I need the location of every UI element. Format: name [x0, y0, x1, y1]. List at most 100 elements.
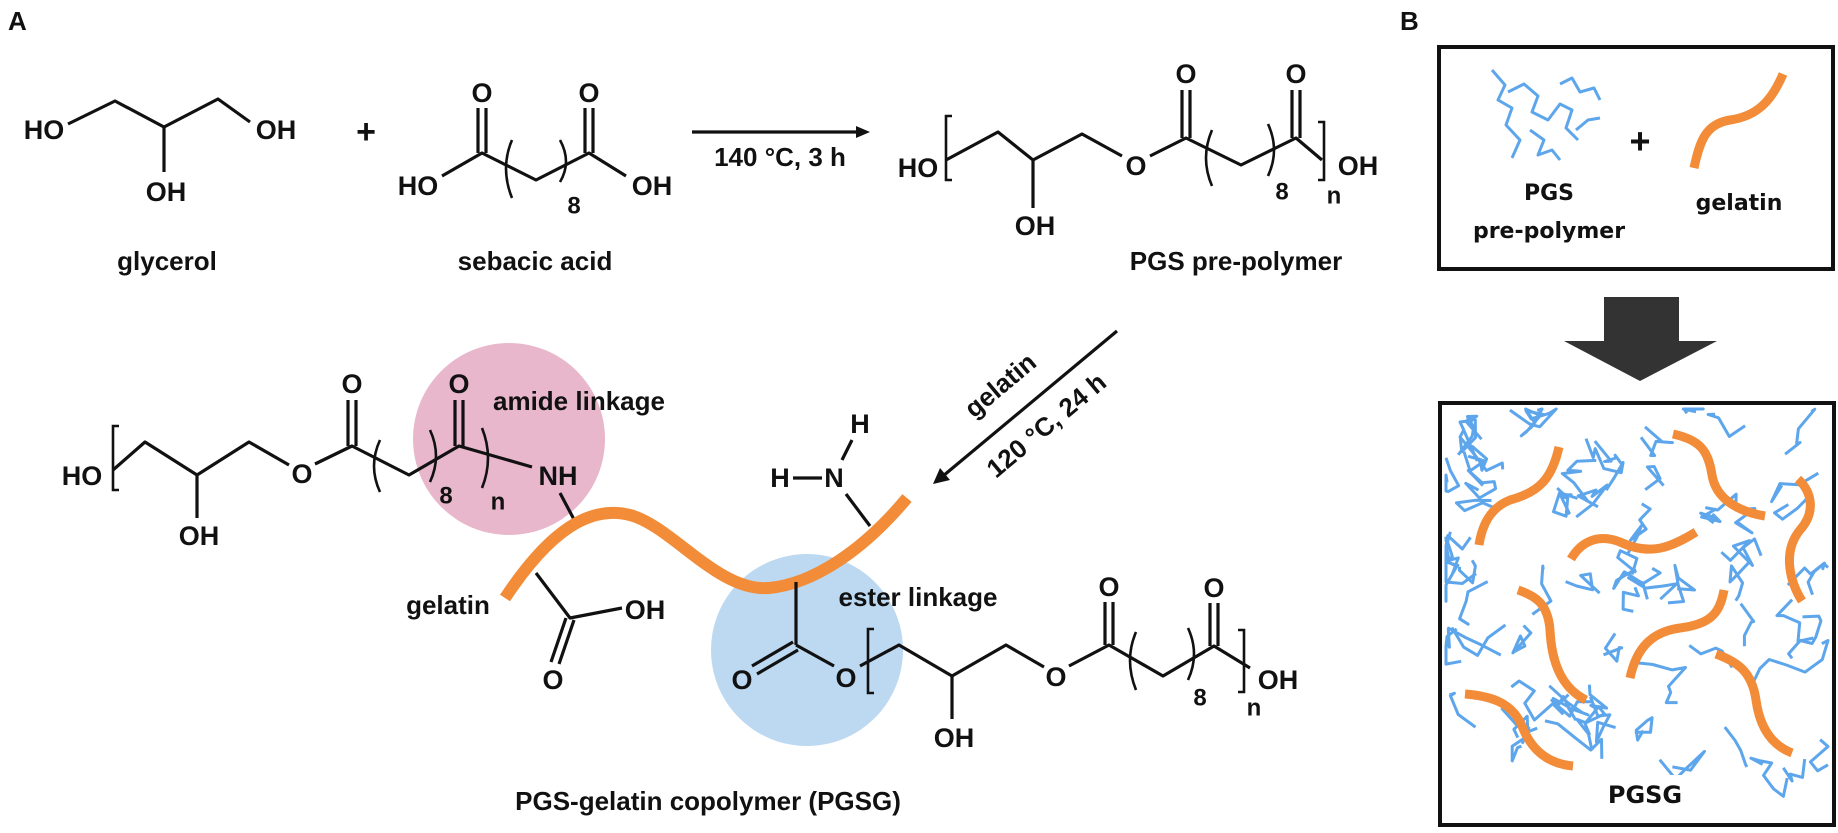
gelatin-strand — [499, 494, 912, 602]
pgsg-network-box — [1438, 401, 1836, 827]
atom-o: O — [1203, 573, 1224, 603]
gelatin-strand — [1784, 475, 1815, 604]
pgs-prepolymer-icon — [1490, 69, 1602, 161]
pgs-chain — [1575, 116, 1601, 132]
glycerol-label: glycerol — [117, 246, 217, 276]
pgsg-product-label: PGS-gelatin copolymer (PGSG) — [515, 786, 901, 816]
pgs-chain — [1616, 549, 1639, 575]
pgs-chain — [1773, 494, 1812, 521]
pgs-chain — [1457, 559, 1477, 585]
gelatin-strand — [1516, 585, 1589, 705]
arrow-head — [1564, 341, 1717, 381]
atom-ho: HO — [898, 153, 939, 183]
pgs-chain — [1728, 559, 1753, 602]
pgs-prepolymer-label: PGS pre-polymer — [1130, 246, 1342, 276]
reaction-arrow-2: gelatin 120 °C, 24 h — [933, 329, 1119, 484]
gelatin-label: gelatin — [406, 590, 490, 620]
pgs-chain — [1462, 444, 1489, 473]
atom-ho: HO — [62, 461, 103, 491]
pgs-chain — [1575, 483, 1609, 519]
pgs-chain — [1593, 440, 1625, 467]
bracket-close — [1238, 628, 1246, 694]
pgs-chain — [1575, 705, 1606, 751]
bond — [1149, 136, 1324, 167]
bond — [111, 440, 290, 477]
atom-ho: HO — [24, 115, 65, 145]
pgs-chain — [1507, 82, 1580, 142]
bracket-open — [1128, 631, 1138, 691]
pgsg-label-b: PGSG — [1608, 781, 1682, 809]
pgs-chain — [1699, 507, 1722, 525]
pgs-chain — [1444, 627, 1462, 666]
atom-oh: OH — [632, 171, 673, 201]
pgsg-amide-side-structure: HO OH O O O 8 n NH — [62, 369, 580, 551]
pgs-chain — [1681, 407, 1705, 415]
pgs-chain — [1560, 458, 1597, 503]
pgs-chain — [1444, 556, 1460, 603]
plus-sign: + — [356, 113, 376, 151]
atom-oh: OH — [256, 115, 297, 145]
pgs-chain — [1458, 580, 1489, 626]
repeat-count: 8 — [439, 483, 452, 510]
bracket-open — [504, 139, 514, 199]
bracket-close — [428, 429, 438, 483]
pgs-chain — [1511, 624, 1533, 655]
panel-label-b: B — [1400, 6, 1419, 36]
atom-h: H — [770, 463, 790, 493]
pgs-chain — [1749, 756, 1789, 798]
atom-oh: OH — [625, 595, 666, 625]
sebacic-acid-structure: HO O O 8 OH — [398, 78, 673, 220]
pgsg-ester-side-structure: O O OH O O O 8 n OH — [731, 572, 1298, 753]
atom-h: H — [850, 409, 870, 439]
pgs-chain — [1444, 531, 1477, 585]
ester-linkage-label: ester linkage — [839, 582, 998, 612]
atom-o: O — [291, 459, 312, 489]
pgs-chain — [1612, 566, 1662, 590]
pgs-chain — [1584, 438, 1625, 492]
pgs-chain — [1529, 128, 1562, 161]
gelatin-strands — [1464, 429, 1815, 771]
pgs-chain — [1806, 562, 1830, 596]
pgs-chain — [1587, 684, 1609, 711]
pgs-chain — [1782, 758, 1807, 783]
pgs-chain — [1454, 498, 1499, 513]
atom-oh: OH — [1015, 211, 1056, 241]
arrow-shaft — [1604, 297, 1679, 342]
pgs-chain — [1490, 69, 1522, 159]
pgs-chain — [1565, 572, 1601, 595]
atom-n: N — [824, 463, 844, 493]
bracket-close — [1318, 120, 1326, 182]
glycerol-structure: HO OH OH — [24, 97, 297, 207]
atom-o: O — [835, 663, 856, 693]
atom-o: O — [542, 665, 563, 695]
pgs-chain — [1739, 602, 1756, 647]
pgs-chain — [1723, 726, 1749, 768]
bond — [945, 130, 1123, 162]
pgs-prepolymer-structure: HO OH O O O 8 n OH — [898, 59, 1379, 241]
arrow-head — [856, 126, 870, 138]
atom-oh: OH — [1338, 151, 1379, 181]
bond — [756, 648, 799, 676]
bracket-open — [944, 114, 952, 182]
bracket-close — [1186, 627, 1196, 681]
atom-o: O — [1175, 59, 1196, 89]
bond — [534, 572, 623, 620]
gelatin-strand — [1671, 429, 1766, 521]
pgs-chain — [1444, 626, 1502, 657]
atom-ho: HO — [398, 171, 439, 201]
bond — [314, 444, 533, 477]
pgs-chain — [1519, 407, 1544, 438]
amide-linkage-highlight — [413, 343, 605, 535]
pgs-chain — [1635, 661, 1687, 705]
repeat-n: n — [1247, 695, 1262, 722]
step2-reagent: gelatin — [958, 347, 1041, 424]
pgs-prepolymer-label-line1: PGS — [1524, 181, 1574, 206]
bracket-open — [111, 424, 119, 492]
repeat-n: n — [491, 489, 506, 516]
pgs-chain — [1556, 487, 1573, 516]
arrow-head — [933, 468, 950, 484]
pgs-chain — [1464, 468, 1498, 500]
amine-group: H N H — [770, 409, 872, 527]
pgs-chain — [1444, 457, 1461, 494]
